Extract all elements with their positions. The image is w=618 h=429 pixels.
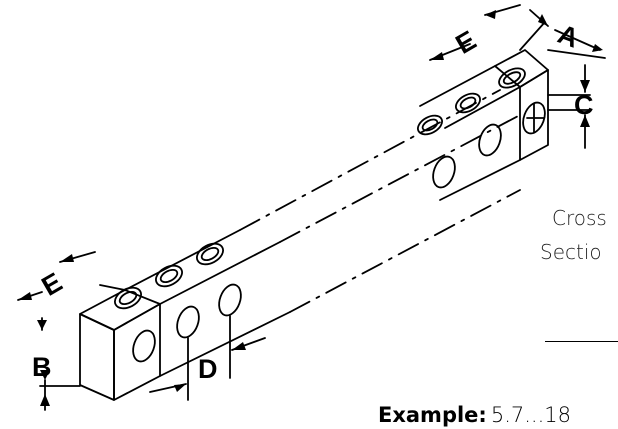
arrowhead <box>174 384 186 392</box>
arrowhead <box>592 44 603 52</box>
bar-top-back-edge <box>124 229 241 291</box>
dimension-c-label: C <box>574 90 594 120</box>
bar-far-front-edge <box>444 86 521 129</box>
cross-section-label-line1: Cross <box>552 206 607 230</box>
arrowhead <box>40 394 50 406</box>
side-holes-far <box>432 101 546 189</box>
bar-bottom-edge <box>159 311 291 377</box>
arrowhead <box>430 52 444 60</box>
arrowhead <box>580 115 590 127</box>
bar-left-face <box>79 313 115 401</box>
example-values: 5.7...18 <box>490 403 571 427</box>
dimension-e-top-label: E <box>451 25 482 60</box>
example-label: Example: <box>378 403 487 427</box>
bar-break-dashes <box>239 89 521 313</box>
tapped-holes-near <box>114 242 224 310</box>
arrowhead <box>37 320 47 330</box>
example-caption: Example:5.7...18 <box>378 403 571 427</box>
arrowhead <box>232 342 246 350</box>
dimension-e-left-label: E <box>37 267 68 302</box>
dimension-a-label: A <box>554 19 583 54</box>
bar-far-top-edge <box>419 65 496 107</box>
cross-section-label-line2: Sectio <box>540 240 602 264</box>
tapped-holes-far <box>417 67 526 136</box>
arrowhead <box>485 10 496 19</box>
arrowhead <box>60 254 74 262</box>
divider-rule <box>545 341 618 342</box>
dimension-d-label: D <box>198 354 218 384</box>
bar-far-bottom-edge <box>439 159 521 201</box>
arrowhead <box>18 292 32 300</box>
arrowhead <box>580 80 590 92</box>
arrowhead <box>538 14 548 26</box>
bar-far-front-face <box>519 69 549 161</box>
arrowhead <box>40 370 50 380</box>
dimension-e-left-lines <box>17 251 126 331</box>
dimension-b-label: B <box>32 352 52 382</box>
bar-top-front-edge <box>159 241 281 305</box>
side-holes-near <box>132 283 242 363</box>
